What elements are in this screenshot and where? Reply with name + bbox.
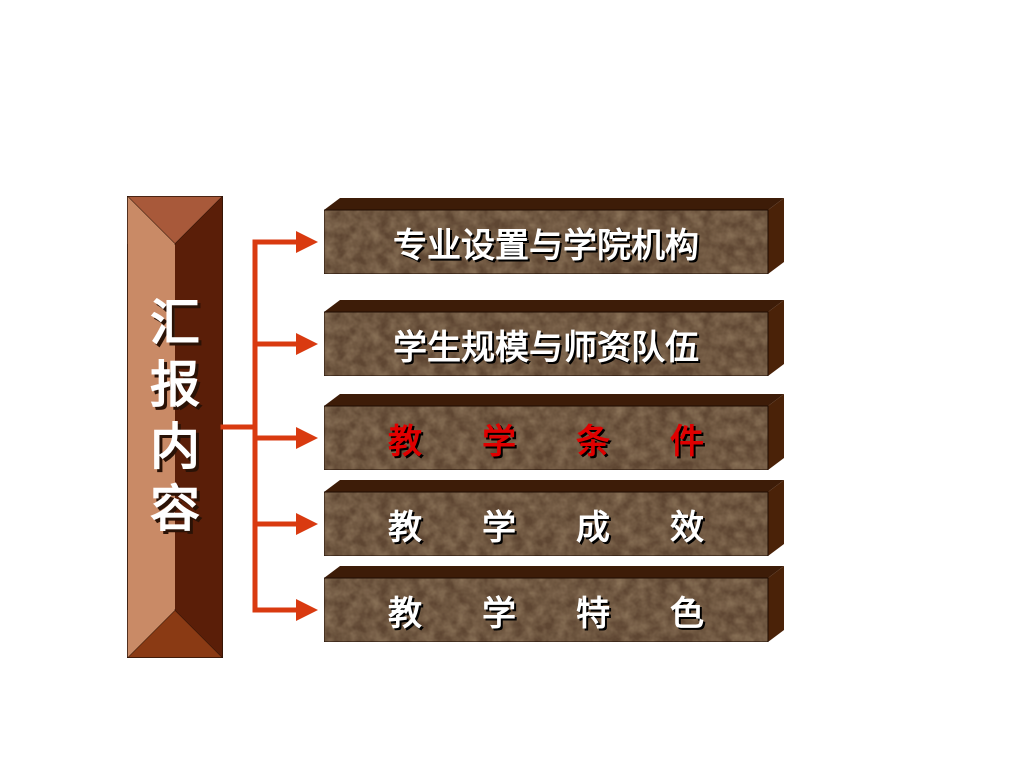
menu-item-char: 学 (482, 507, 516, 548)
arrow-head-icon (296, 599, 318, 621)
menu-item-char: 成 (576, 507, 610, 548)
menu-item-shape (324, 394, 784, 470)
title-char: 汇 (150, 294, 200, 352)
title-bar: 汇报内容 (127, 196, 223, 658)
menu-item[interactable]: 学生规模与师资队伍 (324, 300, 784, 376)
title-bar-shape (127, 196, 223, 658)
menu-item-char: 教 (388, 507, 422, 548)
menu-item[interactable]: 教学成效 (324, 480, 784, 556)
menu-item-label: 教学条件 (324, 406, 768, 470)
title-text: 汇报内容 (127, 292, 223, 540)
menu-item-char: 学 (482, 421, 516, 462)
menu-item-shape (324, 300, 784, 376)
menu-item[interactable]: 专业设置与学院机构 (324, 198, 784, 274)
menu-item-char: 学 (482, 593, 516, 634)
menu-item-char: 效 (670, 507, 704, 548)
menu-item-label: 教学特色 (324, 578, 768, 642)
menu-item-char: 教 (388, 421, 422, 462)
arrow-head-icon (296, 427, 318, 449)
menu-item-label: 教学成效 (324, 492, 768, 556)
arrow-head-icon (296, 513, 318, 535)
title-char: 报 (150, 356, 200, 414)
menu-item-char: 色 (670, 593, 704, 634)
menu-item[interactable]: 教学条件 (324, 394, 784, 470)
menu-item-char: 件 (670, 421, 704, 462)
menu-item-char: 条 (576, 421, 610, 462)
title-char: 容 (150, 480, 200, 538)
menu-item-shape (324, 480, 784, 556)
arrow-head-icon (296, 333, 318, 355)
title-char: 内 (150, 418, 200, 476)
menu-item-label: 学生规模与师资队伍 (393, 327, 699, 368)
menu-item-shape (324, 198, 784, 274)
menu-item-char: 特 (576, 593, 610, 634)
menu-item[interactable]: 教学特色 (324, 566, 784, 642)
arrow-head-icon (296, 231, 318, 253)
menu-item-char: 教 (388, 593, 422, 634)
menu-item-label: 专业设置与学院机构 (393, 225, 699, 266)
menu-item-shape (324, 566, 784, 642)
